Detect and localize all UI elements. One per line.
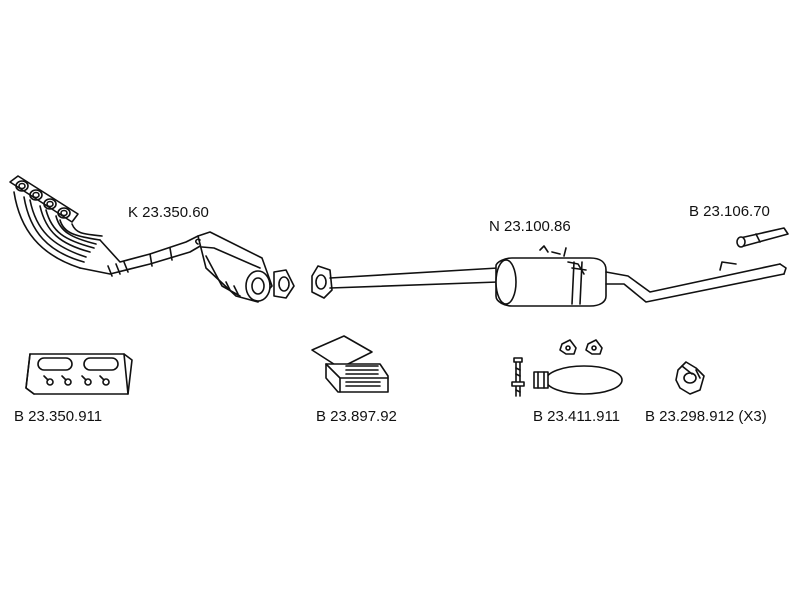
label-manifold-gasket: B 23.350.911 (14, 408, 102, 425)
label-mounting-kit: B 23.897.92 (316, 408, 397, 425)
tailpipe-tip (736, 227, 789, 248)
label-rubber-mount: B 23.298.912 (X3) (645, 408, 767, 425)
label-clamp-set: B 23.411.911 (533, 408, 620, 425)
clamp-nut-left (559, 339, 577, 355)
clamp-nut-right (585, 339, 603, 355)
label-tail-tip: B 23.106.70 (689, 203, 770, 220)
manifold-flange (9, 175, 79, 223)
rear-pipe (605, 261, 787, 303)
clamp-set (511, 339, 623, 397)
silencer-body (495, 245, 607, 307)
inlet-flange (311, 265, 333, 299)
intermediate-pipe (329, 267, 499, 289)
manifold-gasket (25, 353, 133, 395)
rubber-mount (675, 361, 705, 395)
catalytic-converter-body (195, 231, 273, 303)
label-middle-silencer: N 23.100.86 (489, 218, 571, 235)
manifold-runners (13, 191, 103, 269)
middle-silencer-assembly (311, 245, 787, 307)
catalyst-outlet-flange (273, 269, 295, 299)
mounting-kit-box (311, 335, 389, 393)
clamp-ring (533, 365, 623, 395)
bolt-stud (511, 357, 525, 397)
label-manifold-cat: K 23.350.60 (128, 204, 209, 221)
manifold-catalytic-converter (9, 175, 295, 303)
front-pipe (79, 235, 203, 277)
